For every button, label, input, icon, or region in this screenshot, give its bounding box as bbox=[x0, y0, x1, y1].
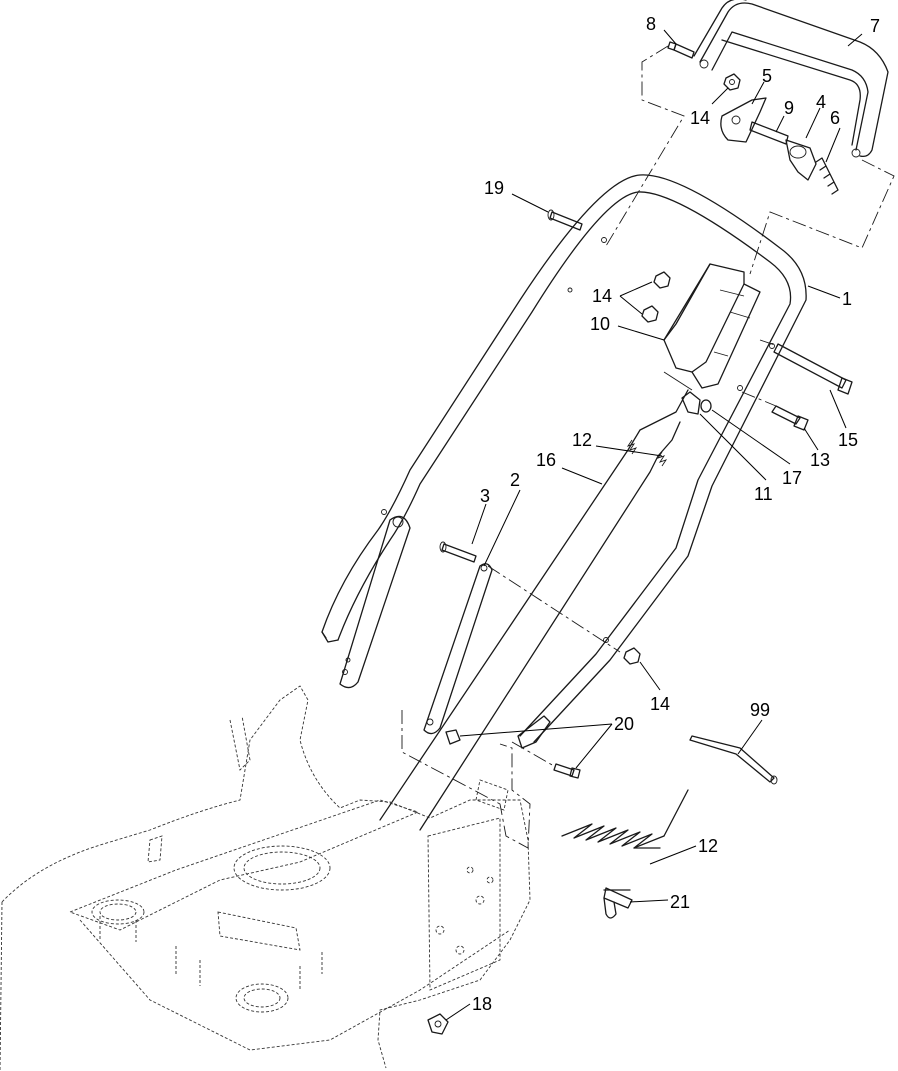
callout-4: 4 bbox=[816, 92, 826, 112]
bracket-5 bbox=[720, 97, 767, 143]
latch-4 bbox=[785, 139, 817, 181]
callout-99: 99 bbox=[750, 700, 770, 720]
callout-20: 20 bbox=[614, 714, 634, 734]
callout-10: 10 bbox=[590, 314, 610, 334]
bracket-guide bbox=[663, 371, 693, 391]
callout-12-upper: 12 bbox=[572, 430, 592, 450]
mower-deck-ghost bbox=[0, 685, 531, 1071]
callout-3: 3 bbox=[480, 486, 490, 506]
callout-13: 13 bbox=[810, 450, 830, 470]
main-handle-1 bbox=[321, 174, 807, 749]
callout-9: 9 bbox=[784, 98, 794, 118]
callout-18: 18 bbox=[472, 994, 492, 1014]
callout-16: 16 bbox=[536, 450, 556, 470]
callout-17: 17 bbox=[782, 468, 802, 488]
assembly-line-bolt-20 bbox=[511, 741, 555, 767]
handle-link-left bbox=[339, 515, 411, 689]
cable-16 bbox=[379, 389, 689, 821]
callout-6: 6 bbox=[830, 108, 840, 128]
callout-14-box: 14 bbox=[592, 286, 612, 306]
leader-lines bbox=[445, 29, 863, 1021]
nut-14-box-lower bbox=[641, 305, 659, 323]
callout-2: 2 bbox=[510, 470, 520, 490]
nut-14-box-upper bbox=[653, 271, 671, 289]
callout-1: 1 bbox=[842, 289, 852, 309]
nut-14-top bbox=[723, 73, 741, 91]
assembly-line-bolt-15 bbox=[759, 339, 779, 347]
callout-8: 8 bbox=[646, 14, 656, 34]
callout-11: 11 bbox=[754, 484, 773, 504]
assembly-line-bolt-13 bbox=[741, 391, 777, 407]
callout-19: 19 bbox=[484, 178, 504, 198]
bolt-13 bbox=[771, 405, 809, 431]
spring-12 bbox=[561, 789, 689, 891]
callout-14-top: 14 bbox=[690, 108, 710, 128]
bolt-15 bbox=[773, 343, 853, 395]
callout-12-spring: 12 bbox=[698, 836, 718, 856]
nut-14-lower bbox=[623, 647, 641, 665]
fitting-21 bbox=[603, 887, 633, 919]
clip-18 bbox=[427, 1013, 449, 1035]
cable-12 bbox=[419, 421, 681, 831]
cable-tie-99 bbox=[689, 735, 778, 785]
assembly-line-link-rod bbox=[487, 565, 621, 653]
callout-labels: 7 8 5 9 4 6 14 19 1 14 10 15 13 17 11 12… bbox=[472, 14, 880, 1014]
spring-6 bbox=[815, 157, 839, 195]
bolt-8 bbox=[667, 41, 695, 59]
bracket-11 bbox=[681, 391, 701, 415]
bail-handle-7 bbox=[693, 0, 889, 158]
pin-9 bbox=[749, 121, 789, 145]
bolt-19 bbox=[547, 209, 583, 231]
bolt-20-left bbox=[445, 729, 461, 745]
callout-15: 15 bbox=[838, 430, 858, 450]
assembly-line-top-left bbox=[605, 45, 685, 247]
control-box-10 bbox=[663, 263, 761, 389]
callout-21: 21 bbox=[670, 892, 690, 912]
callout-5: 5 bbox=[762, 66, 772, 86]
bolt-20-right bbox=[553, 763, 581, 779]
callout-7: 7 bbox=[870, 16, 880, 36]
assembly-line-top-right bbox=[749, 159, 895, 275]
washer-17 bbox=[700, 399, 712, 413]
bolt-3 bbox=[439, 541, 477, 563]
callout-14-lower: 14 bbox=[650, 694, 670, 714]
link-rod-2 bbox=[423, 563, 493, 735]
